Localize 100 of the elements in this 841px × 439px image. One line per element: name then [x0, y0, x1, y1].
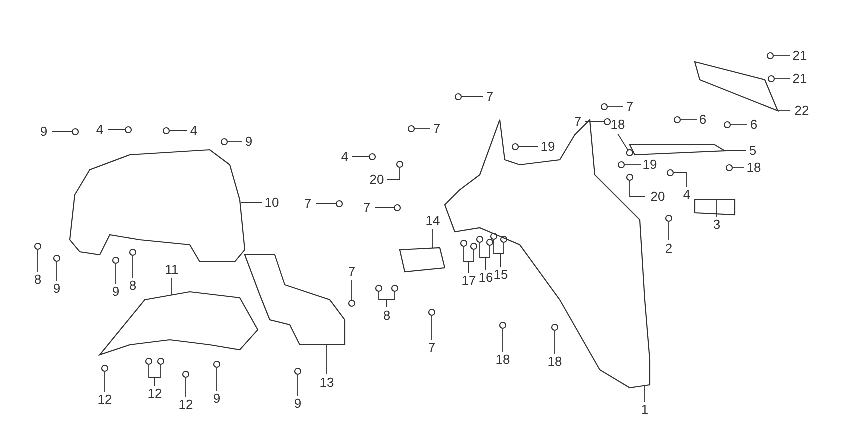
callout-number: 12: [148, 387, 162, 401]
leader-line: [154, 364, 162, 386]
callout-number: 11: [165, 263, 179, 277]
fastener-icon: [124, 126, 132, 134]
callout-number: 16: [478, 271, 494, 285]
fastener-icon: [375, 284, 383, 292]
callout-number: 18: [548, 355, 562, 369]
fastener-icon: [53, 254, 61, 262]
fastener-icon: [368, 153, 376, 161]
leader-line: [132, 256, 134, 278]
callout-number: 7: [626, 100, 634, 114]
fastener-icon: [470, 242, 478, 250]
callout-number: 18: [610, 118, 626, 132]
fastener-icon: [394, 204, 402, 212]
fastener-icon: [551, 324, 559, 332]
leader-line: [216, 368, 218, 392]
leader-line: [518, 146, 538, 148]
leader-line: [56, 262, 58, 282]
callout-number: 19: [540, 140, 556, 154]
callout-number: 20: [650, 190, 666, 204]
leader-line: [104, 372, 106, 392]
leader-line: [630, 180, 646, 198]
leader-line: [618, 134, 628, 150]
fastener-icon: [220, 138, 228, 146]
bracket-drawing: [244, 254, 346, 346]
leader-line: [170, 130, 188, 132]
module-drawing: [399, 247, 446, 273]
fastener-icon: [766, 52, 774, 60]
fastener-icon: [486, 238, 494, 246]
callout-number: 21: [792, 72, 808, 86]
fastener-icon: [34, 242, 42, 250]
callout-number: 8: [383, 309, 391, 323]
callout-number: 8: [129, 279, 137, 293]
fastener-icon: [499, 322, 507, 330]
callout-number: 10: [264, 196, 280, 210]
leader-line: [730, 124, 748, 126]
callout-number: 1: [641, 403, 649, 417]
callout-number: 7: [574, 115, 582, 129]
callout-number: 6: [699, 113, 707, 127]
leader-line: [774, 78, 790, 80]
callout-number: 20: [370, 173, 384, 187]
leader-line: [240, 202, 262, 204]
leader-line: [624, 164, 642, 166]
leader-line: [326, 344, 328, 374]
fastener-icon: [72, 128, 80, 136]
leader-line: [386, 168, 400, 180]
leader-line: [716, 200, 718, 218]
callout-number: 9: [213, 392, 221, 406]
callout-number: 9: [40, 125, 48, 139]
bracket-drawing: [629, 144, 727, 156]
fastener-icon: [768, 75, 776, 83]
callout-number: 18: [496, 353, 510, 367]
callout-number: 7: [363, 201, 371, 215]
callout-number: 6: [750, 118, 758, 132]
fastener-icon: [618, 161, 626, 169]
fastener-icon: [294, 368, 302, 376]
callout-number: 19: [642, 158, 658, 172]
callout-number: 8: [34, 273, 42, 287]
fastener-icon: [726, 164, 734, 172]
fastener-icon: [213, 360, 221, 368]
callout-number: 7: [304, 197, 312, 211]
fastener-icon: [460, 240, 468, 248]
fastener-icon: [408, 125, 416, 133]
leader-line: [668, 222, 670, 240]
fastener-icon: [512, 143, 520, 151]
callout-number: 14: [426, 214, 440, 228]
fastener-icon: [604, 118, 612, 126]
leader-line: [486, 246, 490, 270]
fastener-icon: [674, 116, 682, 124]
fastener-icon: [666, 169, 674, 177]
callout-number: 12: [178, 398, 194, 412]
fastener-icon: [626, 174, 634, 182]
leader-line: [414, 128, 430, 130]
fastener-icon: [724, 121, 732, 129]
callout-number: 4: [683, 188, 691, 202]
taillight-drawing: [69, 149, 246, 263]
fastener-icon: [454, 93, 462, 101]
callout-number: 7: [486, 90, 494, 104]
fastener-icon: [348, 300, 356, 308]
fastener-icon: [101, 364, 109, 372]
fastener-icon: [391, 284, 399, 292]
fastener-icon: [182, 370, 190, 378]
leader-line: [432, 228, 434, 248]
callout-number: 17: [462, 274, 476, 288]
callout-number: 9: [53, 282, 61, 296]
callout-number: 7: [433, 122, 441, 136]
license-plate-drawing: [694, 61, 780, 112]
callout-number: 4: [96, 123, 104, 137]
callout-number: 9: [112, 285, 120, 299]
callout-number: 13: [320, 376, 334, 390]
leader-line: [462, 96, 484, 98]
leader-line: [468, 250, 474, 274]
fastener-icon: [157, 358, 165, 366]
fastener-icon: [665, 214, 673, 222]
callout-number: 3: [713, 218, 721, 232]
callout-number: 9: [245, 135, 253, 149]
leader-line: [500, 242, 504, 268]
callout-number: 4: [341, 150, 349, 164]
fastener-icon: [162, 127, 170, 135]
leader-line: [724, 150, 746, 152]
